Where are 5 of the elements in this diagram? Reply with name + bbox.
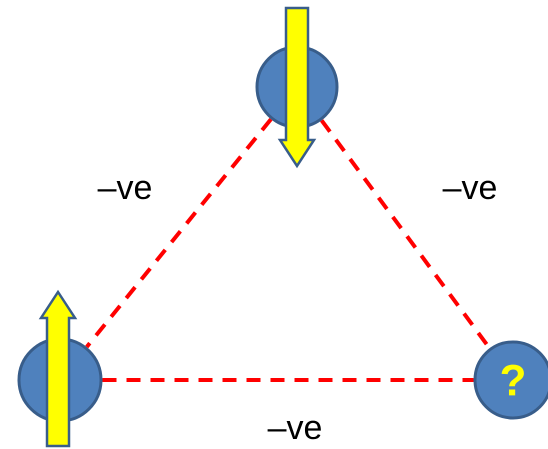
- dashed-line: [102, 378, 474, 382]
- dashed-line: [85, 118, 272, 348]
- edge-label: –ve: [440, 178, 500, 202]
- edge-label: –ve: [96, 178, 154, 202]
- edge-label: –ve: [266, 418, 324, 442]
